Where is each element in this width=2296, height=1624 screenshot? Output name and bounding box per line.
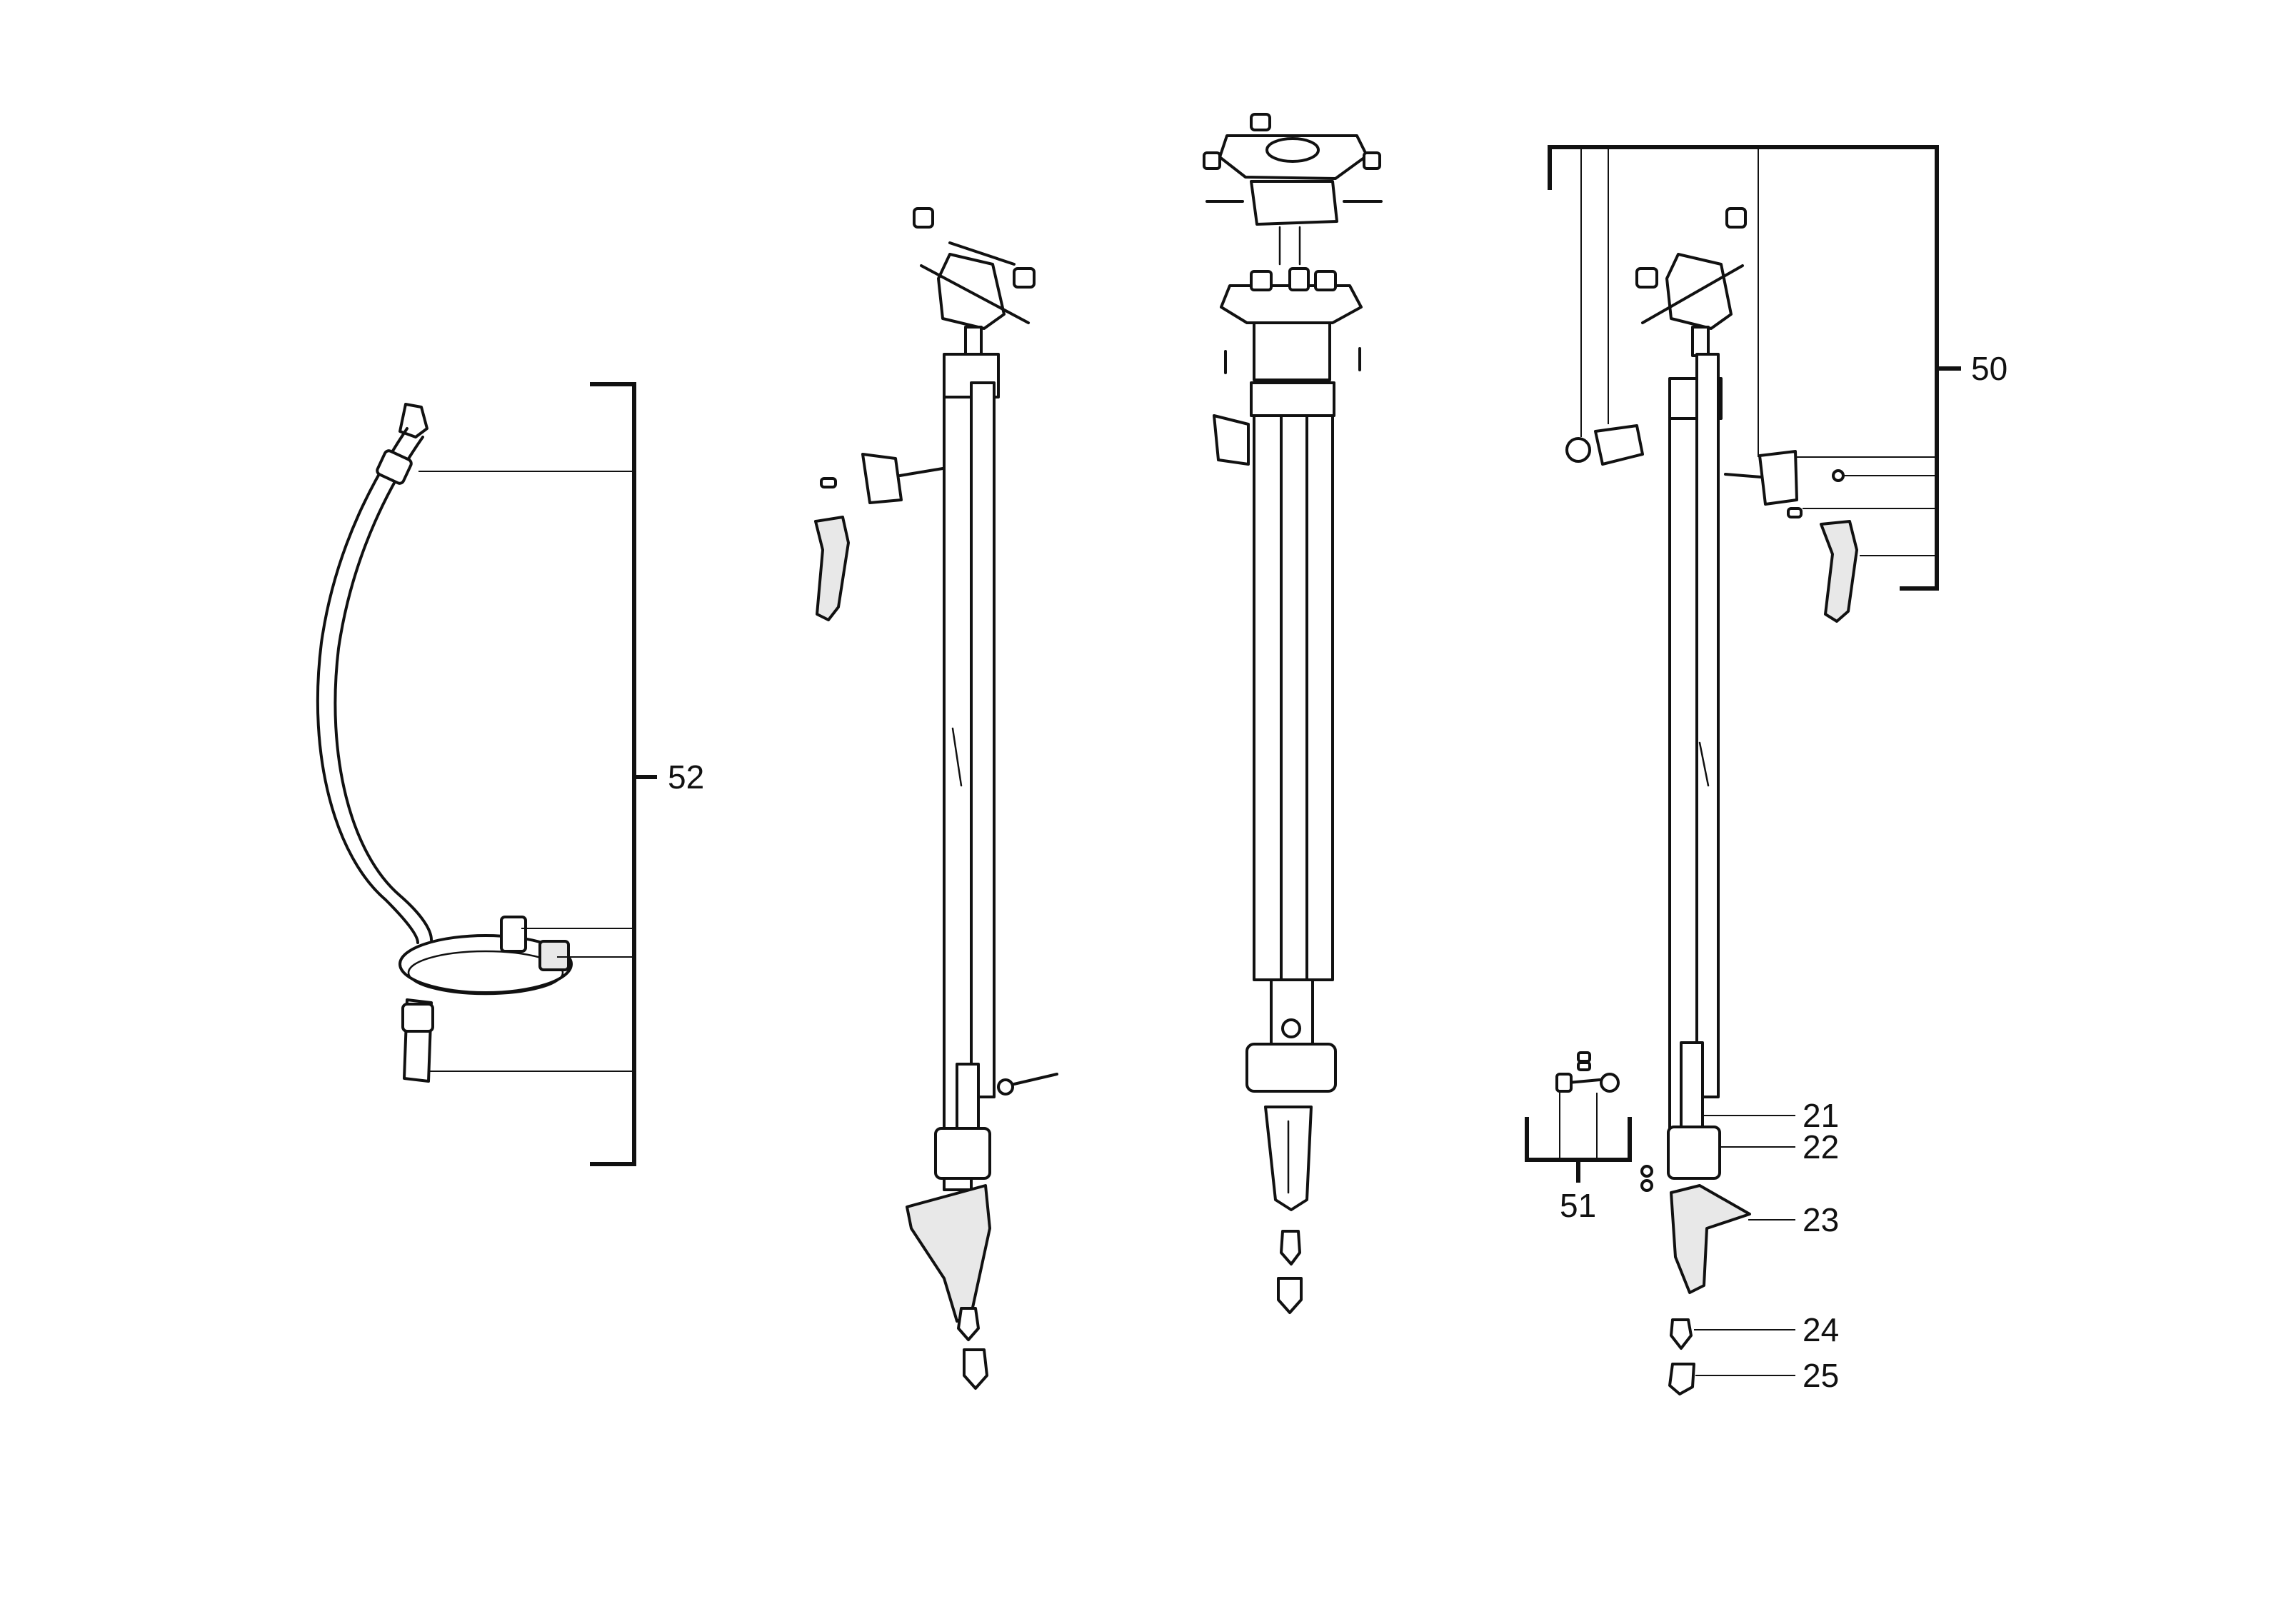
kit-51-bolt	[1567, 1078, 1601, 1084]
right-hinge-neck	[1691, 326, 1710, 357]
center-leg-tube-mid	[1280, 414, 1308, 981]
center-hub-neck	[1253, 321, 1331, 381]
callout-50: 50	[1971, 350, 2007, 387]
right-foot-washer-a	[1640, 1165, 1653, 1178]
kit-51-nut	[1577, 1051, 1591, 1063]
left-hinge-pin	[948, 241, 1016, 266]
right-tip-cap	[1668, 1363, 1695, 1395]
right-small-washer	[1832, 469, 1845, 482]
center-clamp-plate	[1213, 414, 1250, 466]
left-hinge-nut-b	[1013, 267, 1036, 289]
bracket-51	[1525, 1117, 1632, 1162]
right-clamp-plate-left	[1594, 424, 1644, 466]
callout-24: 24	[1803, 1311, 1839, 1348]
center-leg-tube-left	[1253, 414, 1283, 981]
callout-52-group: 52	[418, 382, 704, 1166]
right-leg-logo	[1698, 741, 1710, 787]
left-small-pin	[820, 477, 837, 488]
bracket-52	[590, 382, 636, 1166]
head-side-nut-right	[1363, 151, 1381, 170]
callout-51: 51	[1560, 1187, 1596, 1224]
left-leg-lower-tube	[956, 1063, 980, 1137]
kit-51-bolt-head	[1555, 1073, 1573, 1093]
right-lever	[1820, 520, 1858, 623]
left-leg	[814, 207, 1058, 1390]
center-hub-post-c	[1314, 270, 1337, 291]
left-hinge-bolt	[920, 264, 1030, 324]
right-clamp-plate	[1758, 450, 1798, 506]
callout-21: 21	[1803, 1097, 1839, 1134]
callout-23: 23	[1803, 1201, 1839, 1238]
center-hub	[1220, 284, 1363, 324]
center-hub-post-a	[1250, 270, 1273, 291]
left-leg-tube-second	[970, 381, 996, 1098]
left-tip-point	[957, 1307, 980, 1341]
right-small-pin	[1787, 507, 1803, 518]
head-plate-hole	[1265, 137, 1320, 163]
strap-buckle-bottom	[401, 1003, 434, 1033]
left-leg-logo	[951, 727, 963, 787]
center-tip-point	[1280, 1230, 1301, 1265]
right-tip-point	[1670, 1318, 1693, 1350]
left-foot-bolt	[1013, 1073, 1058, 1086]
strap-assembly	[316, 403, 573, 1083]
strap-clip	[538, 940, 570, 971]
right-clamp-screw	[1724, 473, 1763, 478]
right-leg	[1565, 207, 1858, 1395]
strap-buckle-side	[500, 916, 527, 953]
left-hinge-nut-a	[913, 207, 934, 229]
bracket-50	[1548, 145, 1939, 591]
head-plate	[1218, 134, 1368, 180]
center-collar	[1250, 381, 1335, 417]
callout-52: 52	[668, 758, 704, 796]
callout-25: 25	[1803, 1357, 1839, 1394]
right-leg-tube-second	[1695, 353, 1720, 1098]
right-foot-collar	[1667, 1126, 1721, 1180]
left-clamp-plate	[861, 453, 903, 504]
left-clamp-screw	[898, 467, 944, 477]
strap-loop-inner	[407, 950, 564, 996]
callout-51-group: 51	[1525, 1051, 1632, 1224]
head-side-nut-left	[1203, 151, 1221, 170]
callout-22: 22	[1803, 1128, 1839, 1166]
left-tip-cap	[963, 1348, 988, 1390]
right-hinge-nut-a	[1725, 207, 1747, 229]
strap-band	[316, 427, 419, 944]
right-hinge-bolt	[1641, 264, 1744, 324]
left-lever	[814, 516, 850, 621]
center-leg-tube-right	[1305, 414, 1334, 981]
left-foot-washer	[997, 1078, 1014, 1096]
strap-band-inner	[334, 436, 433, 941]
callout-50-group: 50	[1548, 145, 2007, 591]
center-knob	[1281, 1018, 1301, 1038]
left-foot-collar	[934, 1127, 991, 1180]
strap-buckle-top	[376, 449, 413, 485]
kit-51-washer	[1600, 1073, 1620, 1093]
kit-51-nut-b	[1577, 1061, 1591, 1071]
right-foot-spur	[1670, 1184, 1751, 1294]
center-hub-post-b	[1288, 267, 1310, 291]
left-foot-spur	[906, 1184, 991, 1323]
right-foot-washer-b	[1640, 1179, 1653, 1192]
left-leg-tube-main	[943, 396, 973, 1191]
right-hinge-nut-b	[1635, 267, 1658, 289]
center-leg	[1203, 113, 1383, 1314]
head-clamp-block	[1250, 180, 1338, 226]
right-leg-tube-main	[1668, 417, 1698, 1141]
left-hinge-neck	[964, 326, 983, 357]
single-callouts: 21 22 23 24 25	[1694, 1097, 1839, 1394]
center-tip-cap	[1277, 1277, 1303, 1314]
right-nut-small	[1565, 437, 1591, 463]
strap-loop	[398, 934, 573, 994]
head-top-nut	[1250, 113, 1271, 131]
head-pins	[1278, 226, 1301, 266]
center-foot-block	[1245, 1043, 1337, 1093]
